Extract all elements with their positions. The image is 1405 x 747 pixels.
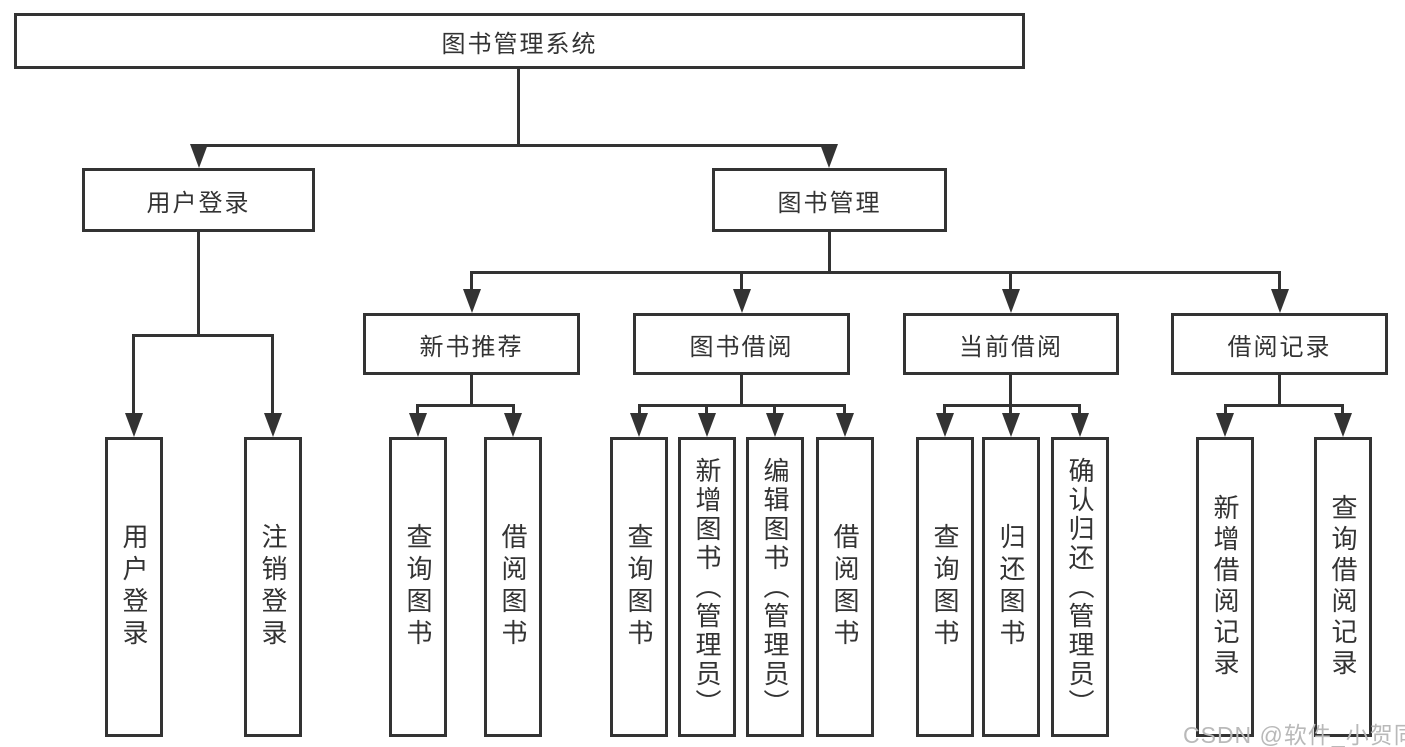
leaf-return-books: 归还图书 xyxy=(982,437,1040,737)
arrow-to-current-borrow xyxy=(1002,289,1020,313)
arrow-to-leaf-logout xyxy=(264,413,282,437)
connector-new-book-rail xyxy=(416,404,515,407)
leaf-confirm-return-admin: 确认归还（管理员） xyxy=(1051,437,1109,737)
leaf-query-books-3-label: 查询图书 xyxy=(930,523,960,651)
arrow-to-borrow-records xyxy=(1271,289,1289,313)
leaf-add-borrow-record-label: 新增借阅记录 xyxy=(1210,494,1240,680)
connector-root-stem xyxy=(517,69,520,146)
leaf-add-books-admin-label: 新增图书（管理员） xyxy=(692,456,722,718)
connector-current-borrow-rail xyxy=(943,404,1081,407)
leaf-add-borrow-record: 新增借阅记录 xyxy=(1196,437,1254,737)
connector-book-borrow-drop-4 xyxy=(843,404,846,416)
connector-current-borrow-drop-2 xyxy=(1009,404,1012,416)
leaf-query-books-2-label: 查询图书 xyxy=(624,523,654,651)
node-new-book-recommend-label: 新书推荐 xyxy=(419,333,524,361)
connector-current-borrow-stem xyxy=(1009,375,1012,406)
arrow-to-leaf-add-record xyxy=(1216,413,1234,437)
arrow-to-leaf-query-books-2 xyxy=(630,413,648,437)
node-borrow-records: 借阅记录 xyxy=(1171,313,1388,375)
connector-new-book-stem xyxy=(470,375,473,406)
connector-book-mgmt-drop-2 xyxy=(740,271,743,291)
connector-user-login-rail xyxy=(132,334,273,337)
node-user-login: 用户登录 xyxy=(82,168,315,232)
leaf-query-books-1-label: 查询图书 xyxy=(403,523,433,651)
connector-records-drop-1 xyxy=(1224,404,1227,416)
leaf-edit-books-admin: 编辑图书（管理员） xyxy=(746,437,804,737)
arrow-to-leaf-query-books-3 xyxy=(936,413,954,437)
leaf-query-books-3: 查询图书 xyxy=(916,437,974,737)
arrow-to-leaf-add-books xyxy=(698,413,716,437)
connector-records-drop-2 xyxy=(1341,404,1344,416)
arrow-to-leaf-edit-books xyxy=(766,413,784,437)
node-borrow-records-label: 借阅记录 xyxy=(1227,333,1332,361)
leaf-logout: 注销登录 xyxy=(244,437,302,737)
connector-root-rail xyxy=(197,144,831,147)
csdn-watermark: CSDN @软件_小贺同学 xyxy=(1183,722,1405,747)
arrow-to-leaf-query-books-1 xyxy=(409,413,427,437)
connector-book-mgmt-drop-3 xyxy=(1009,271,1012,291)
connector-book-borrow-stem xyxy=(740,375,743,406)
leaf-add-books-admin: 新增图书（管理员） xyxy=(678,437,736,737)
node-book-management: 图书管理 xyxy=(712,168,947,232)
connector-new-book-drop-2 xyxy=(512,404,515,416)
node-book-borrow-label: 图书借阅 xyxy=(689,333,794,361)
node-user-login-label: 用户登录 xyxy=(146,189,251,217)
leaf-borrow-books-2: 借阅图书 xyxy=(816,437,874,737)
connector-book-borrow-drop-3 xyxy=(773,404,776,416)
connector-user-login-drop-1 xyxy=(132,334,135,414)
arrow-to-new-book-recommend xyxy=(463,289,481,313)
connector-current-borrow-drop-1 xyxy=(943,404,946,416)
connector-user-login-drop-2 xyxy=(271,334,274,414)
connector-book-mgmt-drop-4 xyxy=(1278,271,1281,291)
arrow-to-leaf-borrow-books-1 xyxy=(504,413,522,437)
leaf-borrow-books-2-label: 借阅图书 xyxy=(830,523,860,651)
leaf-query-books-1: 查询图书 xyxy=(389,437,447,737)
arrow-to-leaf-query-record xyxy=(1334,413,1352,437)
connector-book-borrow-drop-1 xyxy=(638,404,641,416)
leaf-user-login-label: 用户登录 xyxy=(119,523,149,651)
connector-book-borrow-rail xyxy=(638,404,846,407)
arrow-to-leaf-confirm-return xyxy=(1071,413,1089,437)
node-current-borrow: 当前借阅 xyxy=(903,313,1119,375)
connector-new-book-drop-1 xyxy=(416,404,419,416)
leaf-borrow-books-1: 借阅图书 xyxy=(484,437,542,737)
leaf-logout-label: 注销登录 xyxy=(258,523,288,651)
arrow-to-leaf-user-login xyxy=(125,413,143,437)
leaf-edit-books-admin-label: 编辑图书（管理员） xyxy=(760,456,790,718)
leaf-borrow-books-1-label: 借阅图书 xyxy=(498,523,528,651)
node-root-label: 图书管理系统 xyxy=(441,30,598,58)
leaf-query-borrow-record-label: 查询借阅记录 xyxy=(1328,494,1358,680)
leaf-return-books-label: 归还图书 xyxy=(996,523,1026,651)
node-book-management-label: 图书管理 xyxy=(777,189,882,217)
node-current-borrow-label: 当前借阅 xyxy=(959,333,1063,361)
arrow-to-leaf-return-books xyxy=(1002,413,1020,437)
connector-book-mgmt-stem xyxy=(828,232,831,273)
connector-current-borrow-drop-3 xyxy=(1078,404,1081,416)
arrow-to-book-management xyxy=(820,144,838,168)
leaf-user-login: 用户登录 xyxy=(105,437,163,737)
arrow-to-leaf-borrow-books-2 xyxy=(836,413,854,437)
leaf-confirm-return-admin-label: 确认归还（管理员） xyxy=(1065,456,1095,718)
connector-book-borrow-drop-2 xyxy=(705,404,708,416)
connector-book-mgmt-drop-1 xyxy=(470,271,473,291)
leaf-query-books-2: 查询图书 xyxy=(610,437,668,737)
connector-book-mgmt-rail xyxy=(470,271,1280,274)
connector-records-rail xyxy=(1224,404,1344,407)
connector-user-login-stem xyxy=(197,232,200,336)
connector-records-stem xyxy=(1278,375,1281,406)
node-book-borrow: 图书借阅 xyxy=(633,313,850,375)
arrow-to-book-borrow xyxy=(733,289,751,313)
arrow-to-user-login xyxy=(190,144,208,168)
node-new-book-recommend: 新书推荐 xyxy=(363,313,580,375)
leaf-query-borrow-record: 查询借阅记录 xyxy=(1314,437,1372,737)
node-root-library-system: 图书管理系统 xyxy=(14,13,1025,69)
